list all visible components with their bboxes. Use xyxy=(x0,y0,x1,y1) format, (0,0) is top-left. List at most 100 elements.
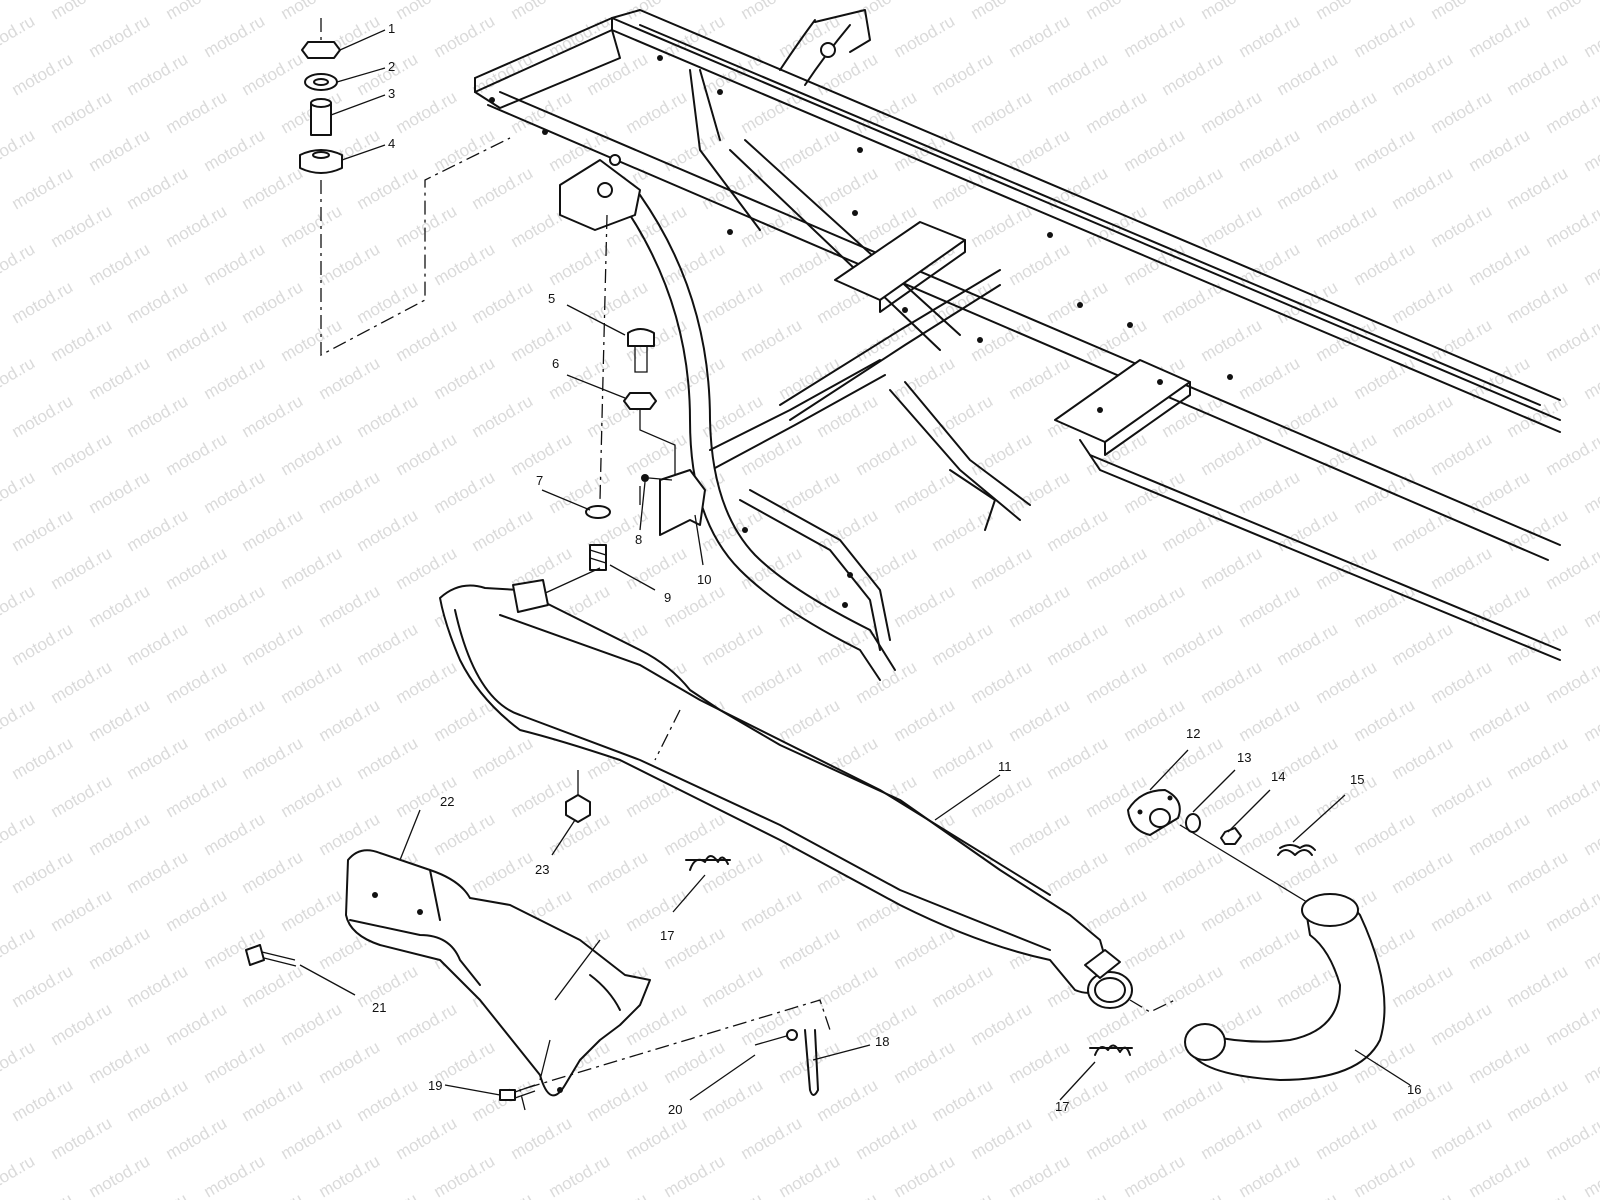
watermark-text: motod.ru xyxy=(1198,543,1266,593)
watermark-text: motod.ru xyxy=(584,1075,652,1125)
watermark-text: motod.ru xyxy=(316,353,384,403)
watermark-text: motod.ru xyxy=(1274,505,1342,555)
watermark-text: motod.ru xyxy=(393,657,461,707)
watermark-text: motod.ru xyxy=(469,277,537,327)
watermark-text: motod.ru xyxy=(9,163,77,213)
watermark-text: motod.ru xyxy=(1274,1075,1342,1125)
watermark-text: motod.ru xyxy=(163,999,231,1049)
watermark-text: motod.ru xyxy=(968,87,1036,137)
watermark-text: motod.ru xyxy=(1428,0,1496,23)
watermark-text: motod.ru xyxy=(1504,847,1572,897)
watermark-text: motod.ru xyxy=(1121,1037,1189,1087)
watermark-text: motod.ru xyxy=(393,0,461,23)
watermark-text: motod.ru xyxy=(738,885,806,935)
watermark-text: motod.ru xyxy=(1236,923,1304,973)
callout-10: 10 xyxy=(697,572,711,587)
watermark-text: motod.ru xyxy=(86,1151,154,1200)
watermark-text: motod.ru xyxy=(776,1151,844,1200)
watermark-text: motod.ru xyxy=(201,581,269,631)
watermark-text: motod.ru xyxy=(661,353,729,403)
watermark-text: motod.ru xyxy=(0,239,38,289)
callout-21: 21 xyxy=(372,1000,386,1015)
watermark-text: motod.ru xyxy=(124,163,192,213)
watermark-text: motod.ru xyxy=(1504,961,1572,1011)
watermark-text: motod.ru xyxy=(1543,885,1600,935)
watermark-text: motod.ru xyxy=(316,581,384,631)
watermark-text: motod.ru xyxy=(929,391,997,441)
watermark-text: motod.ru xyxy=(469,391,537,441)
watermark-text: motod.ru xyxy=(163,657,231,707)
callout-labels: 1 2 3 4 5 6 7 8 9 10 11 12 13 14 15 16 1… xyxy=(372,21,1421,1117)
watermark-text: motod.ru xyxy=(431,11,499,61)
watermark-text: motod.ru xyxy=(1543,999,1600,1049)
watermark-text: motod.ru xyxy=(124,505,192,555)
watermark-text: motod.ru xyxy=(1083,885,1151,935)
watermark-text: motod.ru xyxy=(124,277,192,327)
watermark-text: motod.ru xyxy=(1543,657,1600,707)
watermark-text: motod.ru xyxy=(891,1151,959,1200)
watermark-text: motod.ru xyxy=(546,11,614,61)
watermark-text: motod.ru xyxy=(1543,201,1600,251)
watermark-text: motod.ru xyxy=(738,657,806,707)
watermark-text: motod.ru xyxy=(201,1151,269,1200)
watermark-text: motod.ru xyxy=(1389,619,1457,669)
watermark-text: motod.ru xyxy=(814,1075,882,1125)
callout-16: 16 xyxy=(1407,1082,1421,1097)
watermark-text: motod.ru xyxy=(968,429,1036,479)
watermark-text: motod.ru xyxy=(9,505,77,555)
watermark-text: motod.ru xyxy=(1543,0,1600,23)
watermark-text: motod.ru xyxy=(1428,657,1496,707)
watermark-text: motod.ru xyxy=(1159,49,1227,99)
watermark-text: motod.ru xyxy=(1044,277,1112,327)
bumper-5 xyxy=(627,328,655,347)
watermark-text: motod.ru xyxy=(968,999,1036,1049)
watermark-text: motod.ru xyxy=(1313,771,1381,821)
watermark-text: motod.ru xyxy=(1006,1037,1074,1087)
watermark-text: motod.ru xyxy=(584,1189,652,1200)
watermark-text: motod.ru xyxy=(1581,923,1600,973)
watermark-text: motod.ru xyxy=(1428,1113,1496,1163)
watermark-text: motod.ru xyxy=(354,619,422,669)
watermark-text: motod.ru xyxy=(1236,125,1304,175)
watermark-text: motod.ru xyxy=(738,1113,806,1163)
watermark-text: motod.ru xyxy=(1543,315,1600,365)
watermark-text: motod.ru xyxy=(623,885,691,935)
watermark-text: motod.ru xyxy=(0,1037,38,1087)
watermark-text: motod.ru xyxy=(1428,201,1496,251)
watermark-text: motod.ru xyxy=(1466,809,1534,859)
watermark-text: motod.ru xyxy=(1159,961,1227,1011)
watermark-text: motod.ru xyxy=(546,1151,614,1200)
watermark-text: motod.ru xyxy=(1198,0,1266,23)
watermark-text: motod.ru xyxy=(86,125,154,175)
watermark-text: motod.ru xyxy=(699,505,767,555)
watermark-text: motod.ru xyxy=(393,201,461,251)
watermark-text: motod.ru xyxy=(1581,581,1600,631)
watermark-text: motod.ru xyxy=(508,429,576,479)
watermark-text: motod.ru xyxy=(431,125,499,175)
watermark-text: motod.ru xyxy=(9,49,77,99)
watermark-text: motod.ru xyxy=(316,239,384,289)
callout-4: 4 xyxy=(388,136,395,151)
watermark-text: motod.ru xyxy=(1274,49,1342,99)
watermark-text: motod.ru xyxy=(278,315,346,365)
watermark-text: motod.ru xyxy=(1581,1151,1600,1200)
watermark-text: motod.ru xyxy=(1581,695,1600,745)
watermark-text: motod.ru xyxy=(431,1151,499,1200)
watermark-text: motod.ru xyxy=(1313,1113,1381,1163)
watermark-text: motod.ru xyxy=(508,315,576,365)
watermark-text: motod.ru xyxy=(201,809,269,859)
watermark-text: motod.ru xyxy=(1006,353,1074,403)
watermark-text: motod.ru xyxy=(1236,695,1304,745)
watermark-text: motod.ru xyxy=(1198,315,1266,365)
watermark-text: motod.ru xyxy=(1351,1151,1419,1200)
watermark-text: motod.ru xyxy=(546,239,614,289)
watermark-text: motod.ru xyxy=(699,1075,767,1125)
watermark-text: motod.ru xyxy=(278,771,346,821)
watermark-text: motod.ru xyxy=(1006,581,1074,631)
watermark-text: motod.ru xyxy=(929,1189,997,1200)
watermark-text: motod.ru xyxy=(776,125,844,175)
watermark-text: motod.ru xyxy=(1313,87,1381,137)
watermark-text: motod.ru xyxy=(1504,277,1572,327)
watermark-text: motod.ru xyxy=(239,163,307,213)
watermark-text: motod.ru xyxy=(201,125,269,175)
